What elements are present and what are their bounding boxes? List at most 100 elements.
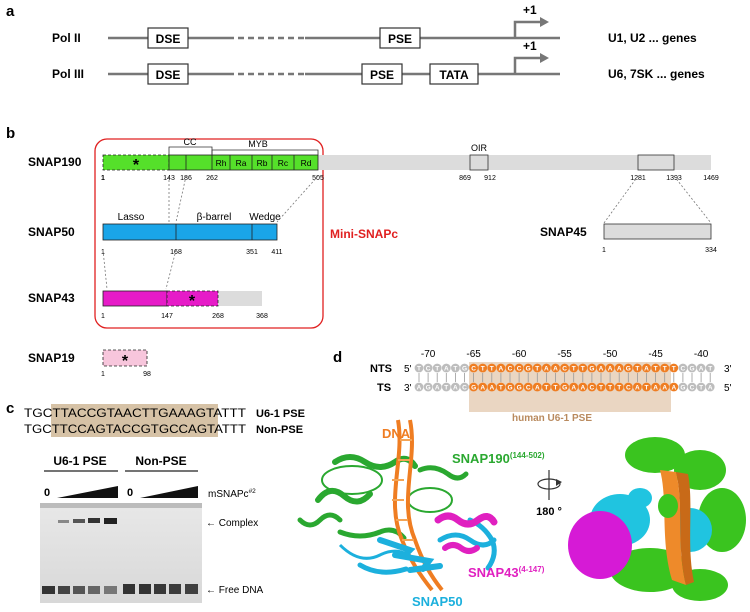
nucleotide-letter: C [690,385,695,392]
panel-a: a Pol II DSE PSE +1 U1, U2 ... genes Pol… [6,3,705,85]
tss-arrow [513,56,540,74]
nucleotide-letter: G [517,385,522,392]
nucleotide [478,363,488,373]
nucleotide [687,363,697,373]
nucleotide [523,382,533,392]
nucleotide [623,382,633,392]
tick: 351 [246,249,258,256]
nucleotide-letter: T [672,366,676,373]
nucleotide-letter: T [544,385,548,392]
nucleotide-letter: A [553,366,558,373]
nucleotide [578,382,588,392]
snap190-nterm [102,154,170,171]
nucleotide-letter: T [435,366,439,373]
snap190-core [168,154,319,171]
panel-a-label: a [6,3,15,20]
nucleotide-letter: A [453,385,458,392]
nucleotide-letter: T [599,385,603,392]
tick: 411 [271,249,282,256]
nucleotide-letter: T [453,366,457,373]
nucleotide-letter: C [508,366,513,373]
oir-box [469,154,489,171]
nucleotide [432,363,442,373]
nucleotide [460,363,469,373]
ts-five: 5' [724,383,732,394]
nucleotide [542,382,551,392]
myb-label: MYB [248,139,268,149]
mini-snapc-label: Mini-SNAPc [330,227,398,241]
nucleotide-letter: A [571,385,576,392]
nucleotide [678,363,688,373]
nucleotide [587,382,597,392]
nucleotide-letter: C [681,366,686,373]
surface-structure [568,437,746,601]
nucleotide [651,382,660,392]
mini-snapc-outline [94,138,324,329]
tata-box [429,63,479,85]
tss-label: +1 [523,39,537,53]
position-label: -60 [512,349,527,360]
tick: 1469 [703,175,719,182]
free-dna-band [185,584,198,594]
snap190-structure-label: SNAP190(144-502) [452,451,545,466]
snap45-bar [603,223,712,240]
zero-1: 0 [44,487,50,499]
nucleotide [678,382,688,392]
nucleotide-letter: T [635,366,639,373]
nucleotide [441,382,451,392]
tick: 98 [143,371,151,378]
position-label: -45 [648,349,663,360]
nucleotide-letter: A [635,385,640,392]
tick: 1 [101,175,105,182]
nucleotide [423,363,433,373]
panel-b-label: b [6,125,15,142]
nts-label: NTS [370,363,392,375]
position-label: -40 [694,349,709,360]
rc-label: Rc [278,158,289,168]
seq-u6-name: U6-1 PSE [256,408,305,420]
nucleotide [523,363,533,373]
nucleotide [560,382,569,392]
cc-label: CC [184,137,197,147]
snap19-bar [102,349,148,367]
nucleotide [633,382,642,392]
nucleotide-letter: A [699,366,704,373]
tick: 147 [161,313,173,320]
nucleotide-letter: G [626,366,631,373]
panel-b: b Mini-SNAPc SNAP190 * Rh Ra Rb Rc Rd CC… [6,125,719,378]
snap43-core [102,290,168,307]
complex-band [73,519,85,523]
nucleotide-letter: T [654,366,658,373]
tick: 334 [705,247,717,254]
nucleotide [469,363,478,373]
nucleotide-letter: A [499,366,504,373]
nucleotide-letter: A [535,385,540,392]
nucleotide [614,363,624,373]
nucleotide [623,363,633,373]
dse-box [147,63,189,85]
nucleotide [441,363,451,373]
pse-region-label: human U6-1 PSE [512,413,592,424]
ts-label: TS [377,382,391,394]
nucleotide [560,363,569,373]
nucleotide-letter: C [626,385,631,392]
position-label: -55 [557,349,572,360]
nucleotide-letter: G [462,366,467,373]
ts-three: 3' [404,383,412,394]
free-dna-band [88,586,100,594]
tick: 869 [459,175,471,182]
nucleotide-letter: T [535,366,539,373]
tick: 268 [212,313,224,320]
nucleotide-letter: A [608,366,613,373]
nucleotide [496,363,506,373]
complex-band [88,518,100,523]
nucleotide-letter: T [699,385,703,392]
nucleotide-letter: T [645,385,649,392]
pol2-genes: U1, U2 ... genes [608,31,697,45]
nucleotide [687,382,697,392]
tss-arrow [513,20,540,38]
nucleotide [451,363,460,373]
nucleotide-letter: A [653,385,658,392]
